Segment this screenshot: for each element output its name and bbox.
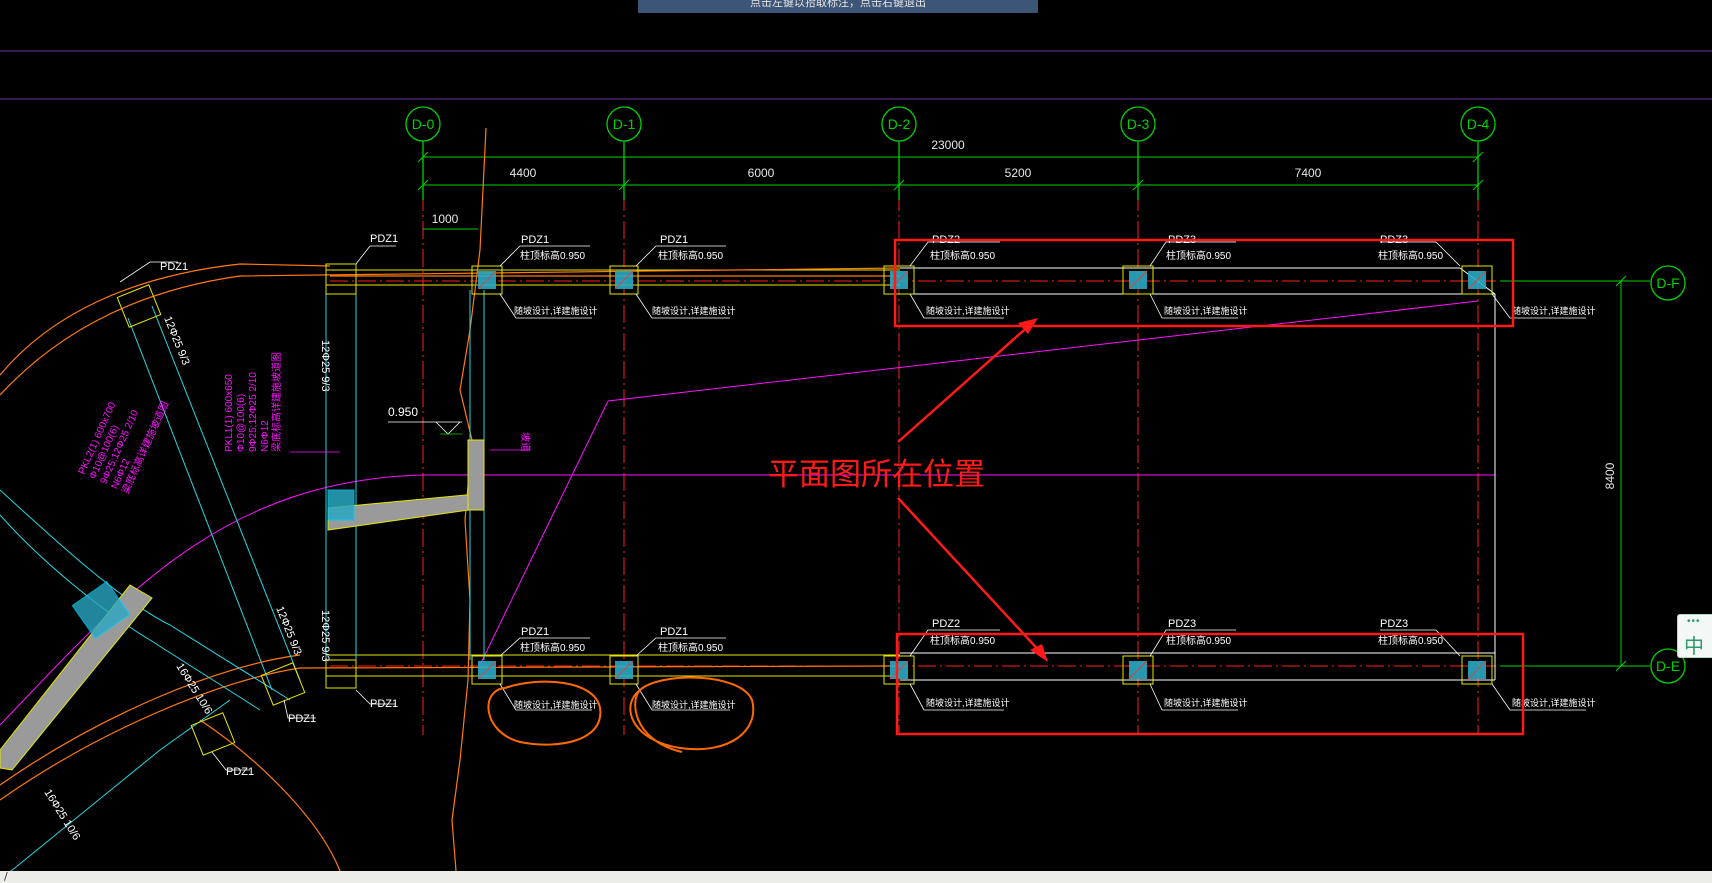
column-tag-name[interactable]: PDZ3 xyxy=(1380,618,1408,630)
column-tag-name[interactable]: PDZ1 xyxy=(660,626,688,638)
dimension-span-3: 5200 xyxy=(1005,166,1032,180)
column-tag-name[interactable]: PDZ1 xyxy=(226,766,254,778)
column-tag-name[interactable]: PDZ1 xyxy=(370,698,398,710)
rebar-note: 12Φ25 9/3 xyxy=(319,610,331,662)
dimension-span-4: 7400 xyxy=(1295,166,1322,180)
column-tag-name[interactable]: PDZ1 xyxy=(370,233,398,245)
columns xyxy=(116,263,1493,756)
rebar-note: 12Φ25 9/3 xyxy=(319,340,331,392)
axis-bubble-df[interactable] xyxy=(1650,265,1686,301)
reference-lines xyxy=(0,300,1495,726)
command-line[interactable]: / xyxy=(0,871,1712,883)
column-tag-name[interactable]: PDZ1 xyxy=(160,261,188,273)
dimension-span-1: 4400 xyxy=(510,166,537,180)
column-tag-name[interactable]: PDZ2 xyxy=(932,618,960,630)
highlight-box-top xyxy=(893,238,1515,328)
tag-leaders xyxy=(119,241,1586,771)
column-tag-design: 随坡设计,详建施设计 xyxy=(514,699,598,710)
column-tag-note: 柱顶标高0.950 xyxy=(1378,634,1443,647)
dimension-vertical: 8400 xyxy=(1603,462,1617,489)
ime-dots-icon: ••• xyxy=(1687,616,1701,627)
svg-text:N6Φ12: N6Φ12 xyxy=(260,420,271,452)
column-tag-name[interactable]: PDZ1 xyxy=(660,234,688,246)
slope-note: 坡道 xyxy=(519,432,532,452)
column-tag-name[interactable]: PDZ1 xyxy=(288,713,316,725)
column-tag-design: 随坡设计,详建施设计 xyxy=(1164,305,1248,316)
ime-mode-label: 中 xyxy=(1684,634,1704,658)
slope-band xyxy=(0,439,485,771)
axis-label-df: D-F xyxy=(1656,275,1679,291)
dimension-lines xyxy=(417,151,1627,672)
annotation-highlights xyxy=(893,238,1525,736)
elevation-label: 0.950 xyxy=(388,405,418,419)
axis-grid-horizontal xyxy=(330,280,1650,667)
axis-label-de: D-E xyxy=(1656,658,1680,674)
axis-grid-vertical xyxy=(422,165,1479,735)
column-tag-note: 柱顶标高0.950 xyxy=(1378,249,1443,262)
column-tag-name[interactable]: PDZ1 xyxy=(521,626,549,638)
column-tag-name[interactable]: PDZ3 xyxy=(1168,618,1196,630)
slope-nodes xyxy=(71,489,355,640)
svg-text:梁底标高详建施坡道图: 梁底标高详建施坡道图 xyxy=(270,352,283,452)
frame-outline xyxy=(900,267,1496,681)
column-tag-note: 柱顶标高0.950 xyxy=(520,641,585,654)
axis-bubble-de[interactable] xyxy=(1650,648,1686,684)
axis-label-d0: D-0 xyxy=(412,116,435,132)
column-tag-design: 随坡设计,详建施设计 xyxy=(652,305,736,316)
column-tag-note: 柱顶标高0.950 xyxy=(520,249,585,262)
svg-text:Φ10@100(6): Φ10@100(6) xyxy=(236,394,247,452)
column-tag-note: 柱顶标高0.950 xyxy=(658,249,723,262)
column-tag-note: 柱顶标高0.950 xyxy=(658,641,723,654)
beam-lines-yellow xyxy=(326,269,900,677)
beam-note-pkl1: PKL1(1) 600x650 Φ10@100(6) 9Φ25;12Φ25 2/… xyxy=(224,352,283,452)
highlight-box-bottom xyxy=(895,632,1525,736)
column-tag-note: 柱顶标高0.950 xyxy=(930,634,995,647)
column-tag-note: 柱顶标高0.950 xyxy=(1166,634,1231,647)
axis-label-d1: D-1 xyxy=(613,116,636,132)
svg-text:PKL1(1) 600x650: PKL1(1) 600x650 xyxy=(224,374,235,452)
axis-label-d3: D-3 xyxy=(1127,116,1150,132)
dimension-offset: 1000 xyxy=(432,212,459,226)
hand-drawn-circles xyxy=(487,676,755,753)
column-tag-design: 随坡设计,详建施设计 xyxy=(1512,697,1596,708)
column-tag-design: 随坡设计,详建施设计 xyxy=(1164,697,1248,708)
column-tag-design: 随坡设计,详建施设计 xyxy=(652,699,736,710)
column-tag-name[interactable]: PDZ1 xyxy=(521,234,549,246)
svg-text:9Φ25;12Φ25 2/10: 9Φ25;12Φ25 2/10 xyxy=(248,372,259,452)
elevation-marker: 0.950 xyxy=(388,405,462,435)
column-tag-note: 柱顶标高0.950 xyxy=(1166,249,1231,262)
column-tag-design: 随坡设计,详建施设计 xyxy=(926,697,1010,708)
dimension-overall: 23000 xyxy=(931,138,965,152)
status-tip-text: 点击左键以拾取标注，点击右键退出 xyxy=(750,0,926,9)
annotation-arrowheads xyxy=(1018,318,1048,662)
status-tip-bar: 点击左键以拾取标注，点击右键退出 xyxy=(638,0,1038,13)
column-tag-design: 随坡设计,详建施设计 xyxy=(1512,305,1596,316)
ime-indicator[interactable]: ••• 中 xyxy=(1677,614,1712,658)
command-line-text: / xyxy=(4,870,8,883)
axis-label-d4: D-4 xyxy=(1467,116,1490,132)
axis-label-d2: D-2 xyxy=(888,116,911,132)
column-tag-design: 随坡设计,详建施设计 xyxy=(514,305,598,316)
dimension-span-2: 6000 xyxy=(748,166,775,180)
column-tag-note: 柱顶标高0.950 xyxy=(930,249,995,262)
annotation-label: 平面图所在位置 xyxy=(768,457,985,492)
column-tag-design: 随坡设计,详建施设计 xyxy=(926,305,1010,316)
